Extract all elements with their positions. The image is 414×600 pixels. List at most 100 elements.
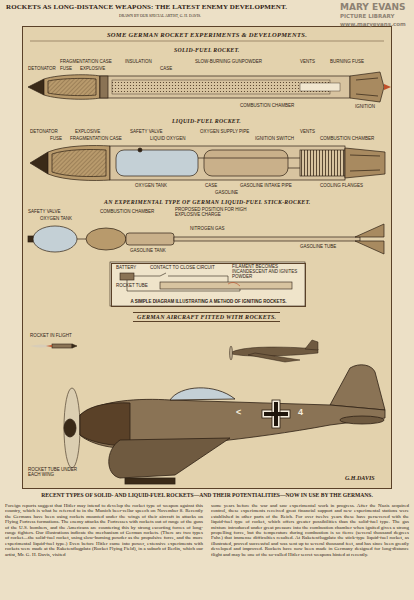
solid-fuel-rocket-part <box>350 72 384 102</box>
part-label: SAFETY VALVE <box>28 210 61 215</box>
part-label: CASE <box>205 184 217 189</box>
part-label: COMBUSTION CHAMBER <box>320 137 374 142</box>
solid-fuel-rocket-part <box>44 75 100 99</box>
fighter-aircraft-part <box>125 478 175 484</box>
fighter-aircraft-part <box>80 403 130 446</box>
stick-rocket-part <box>33 226 77 252</box>
solid-fuel-rocket-part <box>356 94 378 96</box>
part-label: ROCKET IN FLIGHT <box>30 334 72 339</box>
part-label: SLOW-BURNING GUNPOWDER <box>195 60 262 65</box>
liquid-fuel-rocket-part <box>288 168 300 169</box>
fighter-aircraft-part <box>340 416 384 424</box>
section-heading: SOLID-FUEL ROCKET. <box>174 47 240 53</box>
section-heading: LIQUID-FUEL ROCKET. <box>172 118 241 124</box>
part-label: GASOLINE TANK <box>130 249 166 254</box>
solid-fuel-rocket-part <box>100 76 350 98</box>
body-text: some years before the war and saw experi… <box>211 503 409 557</box>
solid-fuel-rocket-part <box>100 76 108 98</box>
liquid-fuel-rocket-part <box>204 150 288 176</box>
panel-heading: SOME GERMAN ROCKET EXPERIMENTS & DEVELOP… <box>23 27 391 38</box>
liquid-fuel-rocket-part <box>30 152 48 174</box>
part-label: FILAMENT BECOMES INCANDESCENT AND IGNITE… <box>232 265 300 280</box>
watermark: www.maryevans.com <box>340 21 406 27</box>
rocket-in-flight-part <box>52 344 72 348</box>
liquid-fuel-rocket-part <box>350 155 380 156</box>
caption: RECENT TYPES OF SOLID- AND LIQUID-FUEL R… <box>4 492 410 498</box>
part-label: OXYGEN SUPPLY PIPE <box>200 130 249 135</box>
solid-fuel-rocket-part <box>48 78 96 95</box>
part-label: FUSE <box>60 67 72 72</box>
part-label: EXPLOSIVE <box>75 130 100 135</box>
part-label: GASOLINE INTAKE PIPE <box>240 184 292 189</box>
fighter-aircraft-part <box>330 365 385 410</box>
fighter-aircraft-part <box>64 388 80 468</box>
stick-rocket-part <box>86 228 126 250</box>
part-label: BATTERY <box>116 266 136 271</box>
ignition-inset-part <box>134 273 166 276</box>
part-label: INSULATION <box>125 60 152 65</box>
liquid-fuel-rocket-part <box>300 150 345 176</box>
ignition-inset-part <box>110 262 305 306</box>
panel-ground-part <box>22 26 392 489</box>
body-text: Foreign reports suggest that Hitler may … <box>5 503 203 557</box>
part-label: SAFETY VALVE <box>130 130 163 135</box>
part-label: FUSE <box>50 137 62 142</box>
watermark: PICTURE LIBRARY <box>340 13 394 19</box>
panel-ground <box>22 26 392 489</box>
stick-rocket <box>28 224 384 254</box>
stick-rocket-part <box>355 241 384 254</box>
part-label: LIQUID OXYGEN <box>150 137 186 142</box>
stick-rocket-part <box>126 233 174 245</box>
part-label: VENTS <box>300 130 315 135</box>
fighter-aircraft-part <box>274 402 278 426</box>
solid-fuel-rocket-part <box>356 78 378 80</box>
part-label: OXYGEN TANK <box>40 217 72 222</box>
small-aircraft-part <box>248 353 300 362</box>
solid-fuel-rocket-part <box>28 79 44 95</box>
panel-heading: GERMAN AIRCRAFT FITTED WITH ROCKETS. <box>137 314 276 320</box>
artist-credit: DRAWN BY OUR SPECIAL ARTIST, G. H. DAVIS… <box>119 14 201 18</box>
solid-fuel-rocket-part <box>384 84 391 90</box>
fighter-aircraft-part <box>170 388 235 400</box>
liquid-fuel-rocket-part <box>345 148 385 178</box>
part-label: GASOLINE <box>215 191 238 196</box>
part-label: CONTACT TO CLOSE CIRCUIT <box>150 266 215 271</box>
part-label: IGNITION <box>355 105 375 110</box>
panel-heading: A SIMPLE DIAGRAM ILLUSTRATING A METHOD O… <box>116 299 301 304</box>
part-label: EXPLOSIVE <box>80 67 105 72</box>
panel-box: SOME GERMAN ROCKET EXPERIMENTS & DEVELOP… <box>22 26 392 489</box>
solid-fuel-rocket-part <box>112 80 330 94</box>
ignition-inset-part <box>228 282 240 286</box>
liquid-fuel-rocket <box>30 146 385 181</box>
part-label: VENTS <box>300 60 315 65</box>
part-label: ROCKET TUBE UNDER EACH WING <box>28 468 78 478</box>
ignition-inset <box>110 262 305 306</box>
part-label: OXYGEN TANK <box>135 184 167 189</box>
panel-ground-part <box>30 41 384 42</box>
stick-rocket-part <box>355 224 384 237</box>
liquid-fuel-rocket-part <box>48 146 110 181</box>
aircraft-marking: 4 <box>298 408 303 418</box>
part-label: ROCKET TUBE <box>116 284 148 289</box>
ignition-inset-part <box>120 273 134 280</box>
fighter-aircraft-part <box>64 419 76 437</box>
part-label: COMBUSTION CHAMBER <box>240 104 294 109</box>
rocket-in-flight <box>30 344 77 348</box>
section-heading: AN EXPERIMENTAL TYPE OF GERMAN LIQUID-FU… <box>104 199 311 205</box>
liquid-fuel-rocket-part <box>110 146 345 180</box>
ignition-inset-part <box>160 282 292 289</box>
stick-rocket-part <box>174 237 360 241</box>
stick-rocket-part <box>77 239 86 240</box>
artist-signature: G.H.DAVIS <box>345 475 375 482</box>
part-label: IGNITION SWITCH <box>255 137 294 142</box>
liquid-fuel-rocket-part <box>138 148 142 152</box>
fighter-aircraft-part <box>109 438 230 478</box>
page-title: ROCKETS AS LONG-DISTANCE WEAPONS: THE LA… <box>6 4 287 12</box>
part-label: GASOLINE TUBE <box>300 245 336 250</box>
part-label: CASE <box>160 67 172 72</box>
liquid-fuel-rocket-part <box>52 149 106 176</box>
liquid-fuel-rocket-part <box>198 158 300 159</box>
rocket-in-flight-part <box>46 345 52 347</box>
part-label: COOLING FLANGES <box>320 184 363 189</box>
